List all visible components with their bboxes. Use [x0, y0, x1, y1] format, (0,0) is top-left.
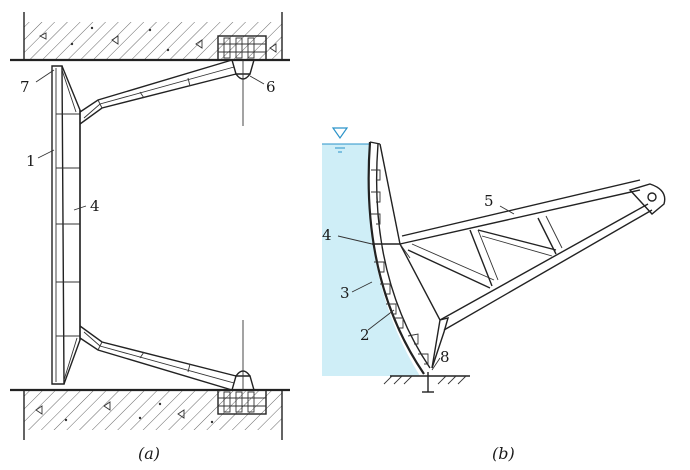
leader-4b — [337, 235, 373, 245]
hinge-b — [628, 183, 666, 215]
panel-b: 5 4 3 2 8 (b) — [322, 127, 666, 463]
label-1: 1 — [26, 152, 36, 170]
label-6: 6 — [266, 78, 276, 96]
label-5: 5 — [484, 192, 494, 210]
water-level-symbol — [331, 127, 349, 153]
panel-a: 7 1 4 6 (a) — [10, 12, 290, 463]
beam-frame — [372, 143, 450, 369]
leader-5 — [499, 205, 515, 215]
gate-skin-plate — [51, 65, 81, 385]
support-arm-truss — [399, 179, 653, 331]
label-7: 7 — [20, 78, 30, 96]
stiffeners — [371, 169, 429, 365]
leader-4a — [73, 205, 87, 211]
leader-6 — [249, 75, 265, 85]
caption-b: (b) — [492, 444, 515, 463]
lower-hinge — [217, 320, 267, 415]
caption-a: (a) — [138, 444, 160, 463]
label-2: 2 — [360, 326, 370, 344]
bottom-wall — [10, 388, 290, 440]
top-wall — [10, 12, 290, 62]
leader-3 — [351, 281, 373, 293]
leader-2 — [367, 309, 395, 331]
leader-7 — [35, 69, 55, 83]
upper-support-arm — [79, 59, 237, 125]
lower-support-arm — [79, 325, 237, 391]
label-4-b: 4 — [322, 226, 332, 244]
label-8: 8 — [440, 348, 450, 366]
upper-hinge — [217, 35, 277, 126]
label-3: 3 — [340, 284, 350, 302]
leader-8 — [431, 357, 441, 371]
bottom-sill — [383, 372, 470, 393]
label-4-a: 4 — [90, 197, 100, 215]
water-body — [322, 144, 420, 376]
leader-1 — [37, 149, 55, 159]
